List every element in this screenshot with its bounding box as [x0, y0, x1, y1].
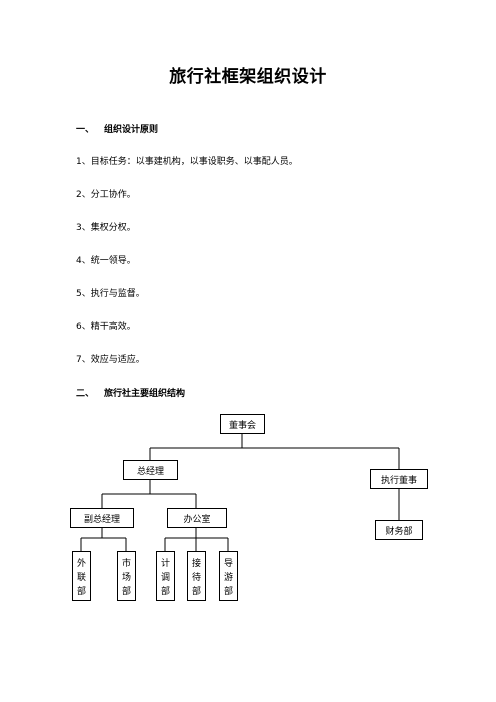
dept-marketing-char-1: 市: [121, 558, 131, 569]
dept-outreach-char-1: 外: [76, 558, 86, 569]
dept-planning-char-1: 计: [160, 558, 170, 569]
principle-4: 4、统一领导。: [76, 256, 136, 266]
principle-2: 2、分工协作。: [76, 190, 136, 200]
section2-number: 二、: [76, 389, 95, 399]
principle-1: 1、目标任务：以事建机构，以事设职务、以事配人员。: [76, 157, 298, 167]
dept-outreach-box: 外 联 部: [72, 551, 91, 601]
principle-3: 3、集权分权。: [76, 223, 136, 233]
board-box: 董事会: [220, 414, 265, 434]
dept-reception-box: 接 待 部: [187, 551, 206, 601]
office-box: 办公室: [167, 508, 227, 528]
dept-planning-char-2: 调: [160, 572, 170, 583]
dept-guide-box: 导 游 部: [219, 551, 238, 601]
section2-title: 旅行社主要组织结构: [104, 389, 186, 399]
dept-reception-char-3: 部: [191, 586, 201, 597]
dept-reception-char-2: 待: [191, 572, 201, 583]
dept-outreach-char-2: 联: [76, 572, 86, 583]
dept-guide-char-1: 导: [223, 558, 233, 569]
section1-title: 组织设计原则: [104, 125, 159, 135]
principle-7: 7、效应与适应。: [76, 355, 145, 365]
section1-number: 一、: [76, 125, 95, 135]
dept-marketing-char-2: 场: [121, 572, 131, 583]
dept-planning-char-3: 部: [160, 586, 170, 597]
dept-guide-char-2: 游: [223, 572, 233, 583]
dept-marketing-char-3: 部: [121, 586, 131, 597]
dept-marketing-box: 市 场 部: [117, 551, 136, 601]
principle-6: 6、精干高效。: [76, 322, 136, 332]
general-manager-box: 总经理: [123, 460, 178, 480]
finance-box: 财务部: [375, 520, 423, 540]
document-title: 旅行社框架组织设计: [169, 67, 327, 87]
dept-outreach-char-3: 部: [76, 586, 86, 597]
dept-planning-box: 计 调 部: [156, 551, 175, 601]
executive-director-box: 执行董事: [370, 469, 428, 489]
dept-guide-char-3: 部: [223, 586, 233, 597]
deputy-gm-box: 副总经理: [70, 508, 134, 528]
principle-5: 5、执行与监督。: [76, 289, 145, 299]
dept-reception-char-1: 接: [191, 558, 201, 569]
